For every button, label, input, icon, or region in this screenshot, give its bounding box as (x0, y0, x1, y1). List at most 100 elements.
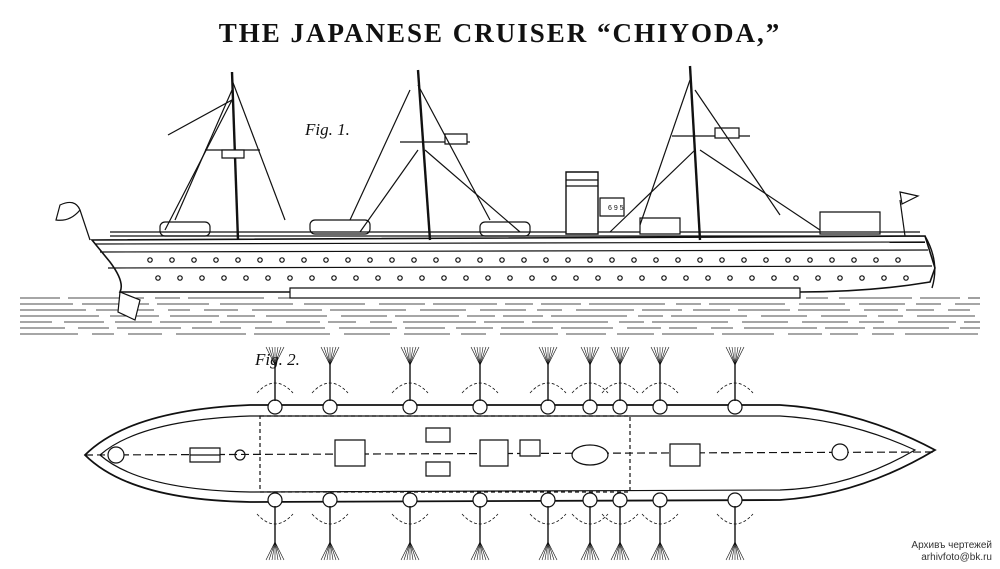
credit-line-2: arhivfoto@bk.ru (921, 552, 992, 563)
blast-line (327, 542, 330, 560)
blast-line (654, 347, 660, 365)
porthole (574, 276, 578, 280)
porthole (860, 276, 864, 280)
blast-line (735, 347, 744, 365)
porthole (786, 258, 790, 262)
blast-line (657, 347, 660, 365)
blast-line (407, 347, 410, 365)
blast-line (275, 347, 278, 365)
porthole (332, 276, 336, 280)
porthole (258, 258, 262, 262)
blast-line (620, 542, 626, 560)
blast-line (474, 347, 480, 365)
porthole (874, 258, 878, 262)
blast-line (545, 347, 548, 365)
blast-line (587, 347, 590, 365)
porthole (280, 258, 284, 262)
gun-mount (613, 400, 627, 414)
gun-mount (583, 493, 597, 507)
porthole (596, 276, 600, 280)
porthole (566, 258, 570, 262)
blast-line (321, 542, 330, 560)
porthole (904, 276, 908, 280)
gun-mount (268, 400, 282, 414)
firing-arc (717, 383, 753, 393)
firing-arc (717, 514, 753, 524)
superstructure (110, 172, 920, 236)
blast-line (275, 542, 284, 560)
porthole (530, 276, 534, 280)
porthole (368, 258, 372, 262)
porthole (464, 276, 468, 280)
blast-line (275, 347, 281, 365)
ship-hull-profile (92, 236, 935, 320)
gun-mount (323, 400, 337, 414)
porthole (552, 276, 556, 280)
blast-line (327, 347, 330, 365)
credit-line-1: Архивъ чертежей (911, 540, 992, 551)
blast-line (404, 542, 410, 560)
blast-line (548, 542, 557, 560)
porthole (192, 258, 196, 262)
blast-line (726, 542, 735, 560)
blast-line (729, 542, 735, 560)
porthole (728, 276, 732, 280)
blast-line (651, 347, 660, 365)
blast-line (477, 542, 480, 560)
gun-mount (728, 400, 742, 414)
blast-line (471, 347, 480, 365)
blast-line (735, 542, 738, 560)
blast-line (410, 347, 413, 365)
blast-line (410, 347, 416, 365)
blast-line (726, 347, 735, 365)
blast-line (729, 347, 735, 365)
blast-line (330, 347, 339, 365)
porthole (420, 276, 424, 280)
blast-line (657, 542, 660, 560)
blast-line (545, 542, 548, 560)
firing-arc (257, 383, 293, 393)
blast-line (581, 542, 590, 560)
porthole (522, 258, 526, 262)
porthole (706, 276, 710, 280)
blast-line (735, 542, 741, 560)
blast-line (590, 347, 596, 365)
porthole (632, 258, 636, 262)
deck-plan-hull (85, 405, 935, 502)
blast-line (401, 347, 410, 365)
stern-flag (56, 202, 90, 240)
blast-line (651, 542, 660, 560)
deck-guns (257, 347, 753, 560)
porthole (398, 276, 402, 280)
blast-line (410, 347, 419, 365)
blast-line (474, 542, 480, 560)
fore-mast (165, 72, 285, 240)
gun-mount (653, 493, 667, 507)
fig1-label: Fig. 1. (305, 120, 350, 139)
portholes (148, 258, 908, 280)
gun-mount (473, 493, 487, 507)
blast-line (581, 347, 590, 365)
firing-arc (530, 514, 566, 524)
blast-line (330, 347, 336, 365)
porthole (442, 276, 446, 280)
blast-line (660, 542, 663, 560)
blast-line (480, 347, 489, 365)
bow-flag (900, 192, 918, 236)
firing-arc (257, 514, 293, 524)
gun-mount (583, 400, 597, 414)
porthole (376, 276, 380, 280)
porthole (808, 258, 812, 262)
firing-arc (642, 514, 678, 524)
blast-line (480, 542, 489, 560)
blast-line (590, 542, 599, 560)
gun-mount (613, 493, 627, 507)
blast-line (654, 542, 660, 560)
blast-line (590, 542, 593, 560)
porthole (200, 276, 204, 280)
porthole (816, 276, 820, 280)
porthole (288, 276, 292, 280)
blast-line (617, 347, 620, 365)
blast-line (660, 347, 663, 365)
blast-line (330, 542, 339, 560)
